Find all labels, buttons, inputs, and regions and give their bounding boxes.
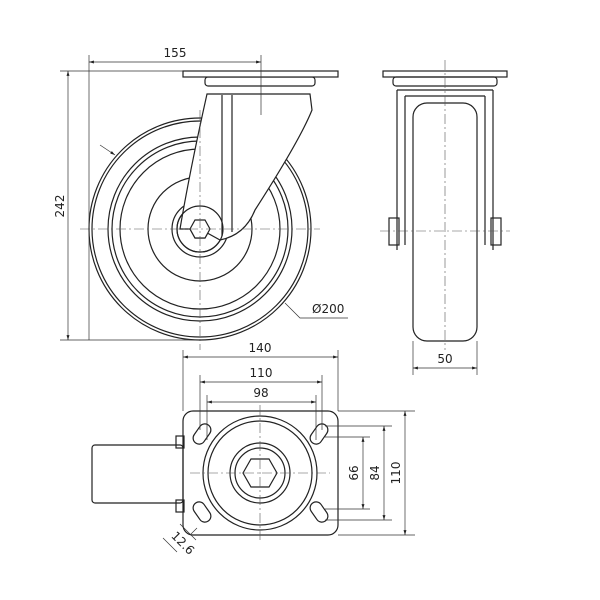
spacing-110-label: 110: [250, 366, 273, 380]
side-view: 155 242 Ø200: [53, 46, 348, 350]
top-plate: [182, 410, 339, 536]
width-155-label: 155: [164, 46, 187, 60]
fork: [179, 93, 313, 241]
spacing-66-label: 66: [347, 465, 361, 480]
height-242-label: 242: [53, 195, 67, 218]
width-110-label: 110: [389, 462, 403, 485]
spacing-98-label: 98: [253, 386, 268, 400]
front-view: 50: [380, 60, 510, 375]
plate-view: 140 110 98 66 84 110 12.6: [91, 341, 415, 558]
mounting-slots: [192, 423, 329, 523]
diameter-200-label: Ø200: [312, 302, 344, 316]
length-140-label: 140: [249, 341, 272, 355]
spacing-84-label: 84: [368, 465, 382, 480]
width-50-label: 50: [437, 352, 452, 366]
slot-12-6-label: 12.6: [168, 529, 197, 558]
